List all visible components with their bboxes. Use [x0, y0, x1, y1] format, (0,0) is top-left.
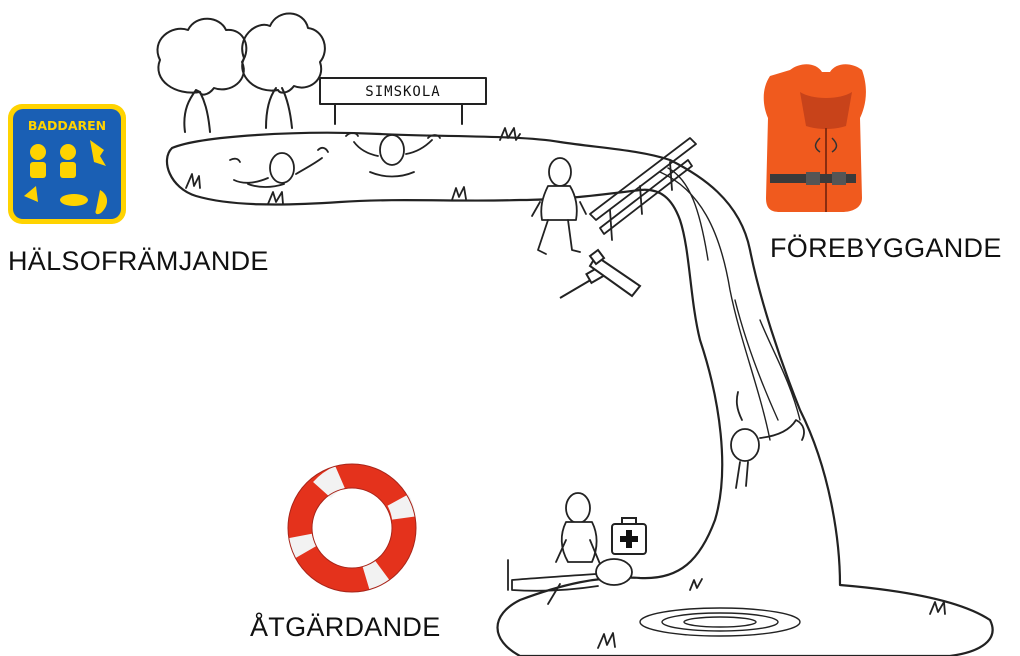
broken-railing — [589, 137, 697, 241]
saw-icon — [588, 248, 642, 298]
worker-figure — [531, 157, 587, 255]
logo-text: BADDAREN — [28, 118, 106, 133]
label-preventive: FÖREBYGGANDE — [770, 233, 1002, 263]
swimmer-1 — [229, 146, 329, 188]
falling-figure — [730, 391, 805, 489]
first-aid-kit-icon — [611, 517, 647, 555]
simskola-sign — [319, 77, 487, 125]
rescuer-figure — [555, 492, 601, 565]
baddaren-logo: BADDAREN — [8, 104, 126, 224]
grass-tufts — [185, 127, 946, 649]
tree-right-icon — [241, 12, 326, 129]
swimmer-2 — [345, 132, 441, 178]
label-health-promoting: HÄLSOFRÄMJANDE — [8, 246, 269, 276]
life-buoy-icon — [287, 463, 417, 593]
river-outline — [166, 131, 994, 656]
ripples — [639, 607, 801, 637]
label-remedial: ÅTGÄRDANDE — [250, 612, 441, 642]
life-jacket-icon — [763, 64, 866, 212]
victim-figure — [507, 558, 633, 605]
sign-text: SIMSKOLA — [365, 84, 440, 100]
tree-left-icon — [156, 17, 248, 133]
